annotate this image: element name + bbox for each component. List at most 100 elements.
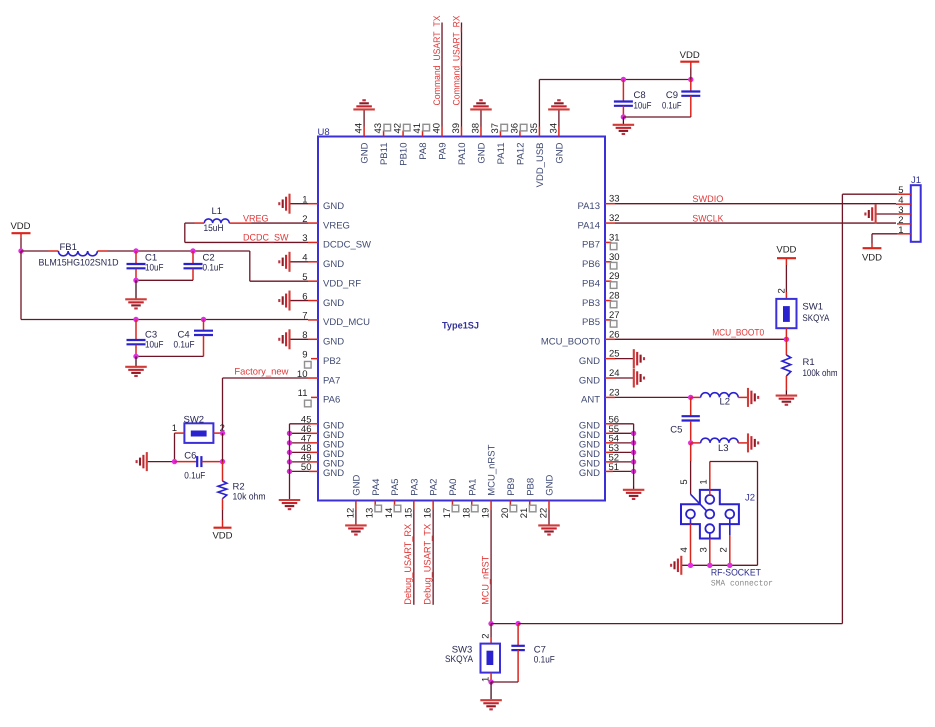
svg-text:0.1uF: 0.1uF	[203, 263, 224, 274]
svg-text:10uF: 10uF	[145, 263, 164, 274]
svg-text:BLM15HG102SN1D: BLM15HG102SN1D	[39, 258, 119, 269]
svg-text:47: 47	[301, 434, 312, 445]
svg-text:L3: L3	[718, 443, 729, 454]
svg-text:20: 20	[500, 508, 511, 519]
svg-text:PB2: PB2	[323, 356, 341, 367]
svg-text:VDD: VDD	[212, 531, 232, 542]
svg-text:24: 24	[609, 368, 620, 379]
svg-text:56: 56	[609, 415, 620, 426]
svg-text:36: 36	[509, 123, 520, 134]
svg-text:C5: C5	[670, 425, 682, 436]
svg-text:GND: GND	[360, 142, 371, 163]
svg-text:7: 7	[302, 311, 307, 322]
svg-text:14: 14	[384, 508, 395, 519]
svg-text:Debug_USART_TX: Debug_USART_TX	[422, 523, 433, 605]
svg-text:DCDC_SW: DCDC_SW	[243, 232, 289, 243]
svg-text:GND: GND	[323, 201, 344, 212]
svg-text:GND: GND	[323, 259, 344, 270]
svg-text:VDD: VDD	[10, 221, 30, 232]
svg-text:MCU_BOOT0: MCU_BOOT0	[541, 337, 600, 348]
svg-text:GND: GND	[477, 142, 488, 163]
svg-text:10k ohm: 10k ohm	[233, 492, 266, 503]
svg-text:3: 3	[302, 233, 307, 244]
svg-text:PA9: PA9	[438, 143, 449, 160]
svg-text:52: 52	[609, 453, 620, 464]
svg-text:0.1uF: 0.1uF	[662, 100, 682, 111]
svg-text:SKQYA: SKQYA	[802, 313, 830, 324]
svg-text:SW2: SW2	[184, 414, 205, 425]
svg-text:1: 1	[699, 479, 710, 484]
svg-text:C8: C8	[634, 90, 646, 101]
svg-text:Type1SJ: Type1SJ	[442, 321, 479, 332]
svg-text:GND: GND	[545, 475, 556, 496]
svg-text:C9: C9	[666, 90, 678, 101]
svg-text:GND: GND	[579, 440, 600, 451]
svg-text:C4: C4	[178, 330, 190, 341]
svg-text:1: 1	[898, 225, 903, 236]
svg-text:Debug_USART_RX: Debug_USART_RX	[403, 523, 414, 605]
svg-text:17: 17	[442, 508, 453, 519]
svg-text:L2: L2	[720, 397, 731, 408]
svg-text:C7: C7	[534, 645, 546, 656]
svg-text:MCU_BOOT0: MCU_BOOT0	[712, 328, 764, 339]
svg-text:DCDC_SW: DCDC_SW	[323, 240, 371, 251]
svg-text:PA0: PA0	[448, 479, 459, 496]
svg-text:0.1uF: 0.1uF	[184, 471, 205, 482]
svg-text:50: 50	[301, 462, 312, 473]
svg-text:9: 9	[302, 349, 307, 360]
svg-text:55: 55	[609, 424, 620, 435]
svg-text:10uF: 10uF	[634, 100, 652, 111]
svg-text:34: 34	[548, 123, 559, 134]
svg-text:GND: GND	[323, 468, 344, 479]
svg-text:J1: J1	[911, 175, 921, 186]
svg-text:5: 5	[679, 479, 690, 484]
svg-text:46: 46	[301, 424, 312, 435]
svg-text:GND: GND	[579, 430, 600, 441]
svg-text:48: 48	[301, 443, 312, 454]
svg-text:GND: GND	[323, 337, 344, 348]
svg-text:SW1: SW1	[802, 302, 823, 313]
svg-text:GND: GND	[323, 421, 344, 432]
svg-text:PA7: PA7	[323, 375, 340, 386]
svg-text:Factory_new: Factory_new	[234, 367, 288, 378]
svg-text:PB9: PB9	[506, 478, 517, 496]
svg-text:15: 15	[403, 508, 414, 519]
svg-text:3: 3	[699, 547, 710, 552]
svg-text:4: 4	[679, 547, 690, 552]
svg-text:PA14: PA14	[577, 220, 600, 231]
svg-text:PB11: PB11	[379, 143, 390, 166]
svg-text:30: 30	[609, 252, 620, 263]
svg-text:16: 16	[423, 508, 434, 519]
svg-text:C3: C3	[145, 330, 157, 341]
svg-text:2: 2	[220, 423, 225, 434]
svg-text:23: 23	[609, 387, 620, 398]
svg-text:PB10: PB10	[399, 143, 410, 166]
svg-text:12: 12	[345, 508, 356, 519]
svg-text:GND: GND	[579, 459, 600, 470]
svg-text:GND: GND	[323, 440, 344, 451]
svg-text:8: 8	[302, 330, 307, 341]
svg-text:PA13: PA13	[577, 201, 600, 212]
svg-text:10: 10	[297, 369, 308, 380]
svg-text:GND: GND	[352, 475, 363, 496]
svg-text:54: 54	[609, 434, 620, 445]
svg-text:VDD: VDD	[862, 253, 882, 264]
svg-text:PA10: PA10	[457, 143, 468, 166]
svg-text:44: 44	[354, 123, 365, 134]
svg-text:PA11: PA11	[496, 143, 507, 165]
svg-text:PB3: PB3	[582, 298, 600, 309]
svg-text:1: 1	[480, 677, 491, 682]
svg-text:42: 42	[393, 123, 404, 134]
svg-text:PB4: PB4	[582, 278, 600, 289]
svg-text:PB5: PB5	[582, 317, 600, 328]
svg-text:GND: GND	[323, 459, 344, 470]
svg-text:5: 5	[898, 185, 903, 196]
svg-text:19: 19	[481, 508, 492, 519]
svg-text:2: 2	[777, 288, 788, 293]
svg-text:VDD_RF: VDD_RF	[323, 278, 361, 289]
svg-text:0.1uF: 0.1uF	[534, 655, 555, 666]
svg-text:SWDIO: SWDIO	[692, 194, 723, 205]
svg-text:11: 11	[298, 388, 308, 399]
svg-text:41: 41	[412, 123, 423, 134]
svg-text:40: 40	[432, 123, 443, 134]
